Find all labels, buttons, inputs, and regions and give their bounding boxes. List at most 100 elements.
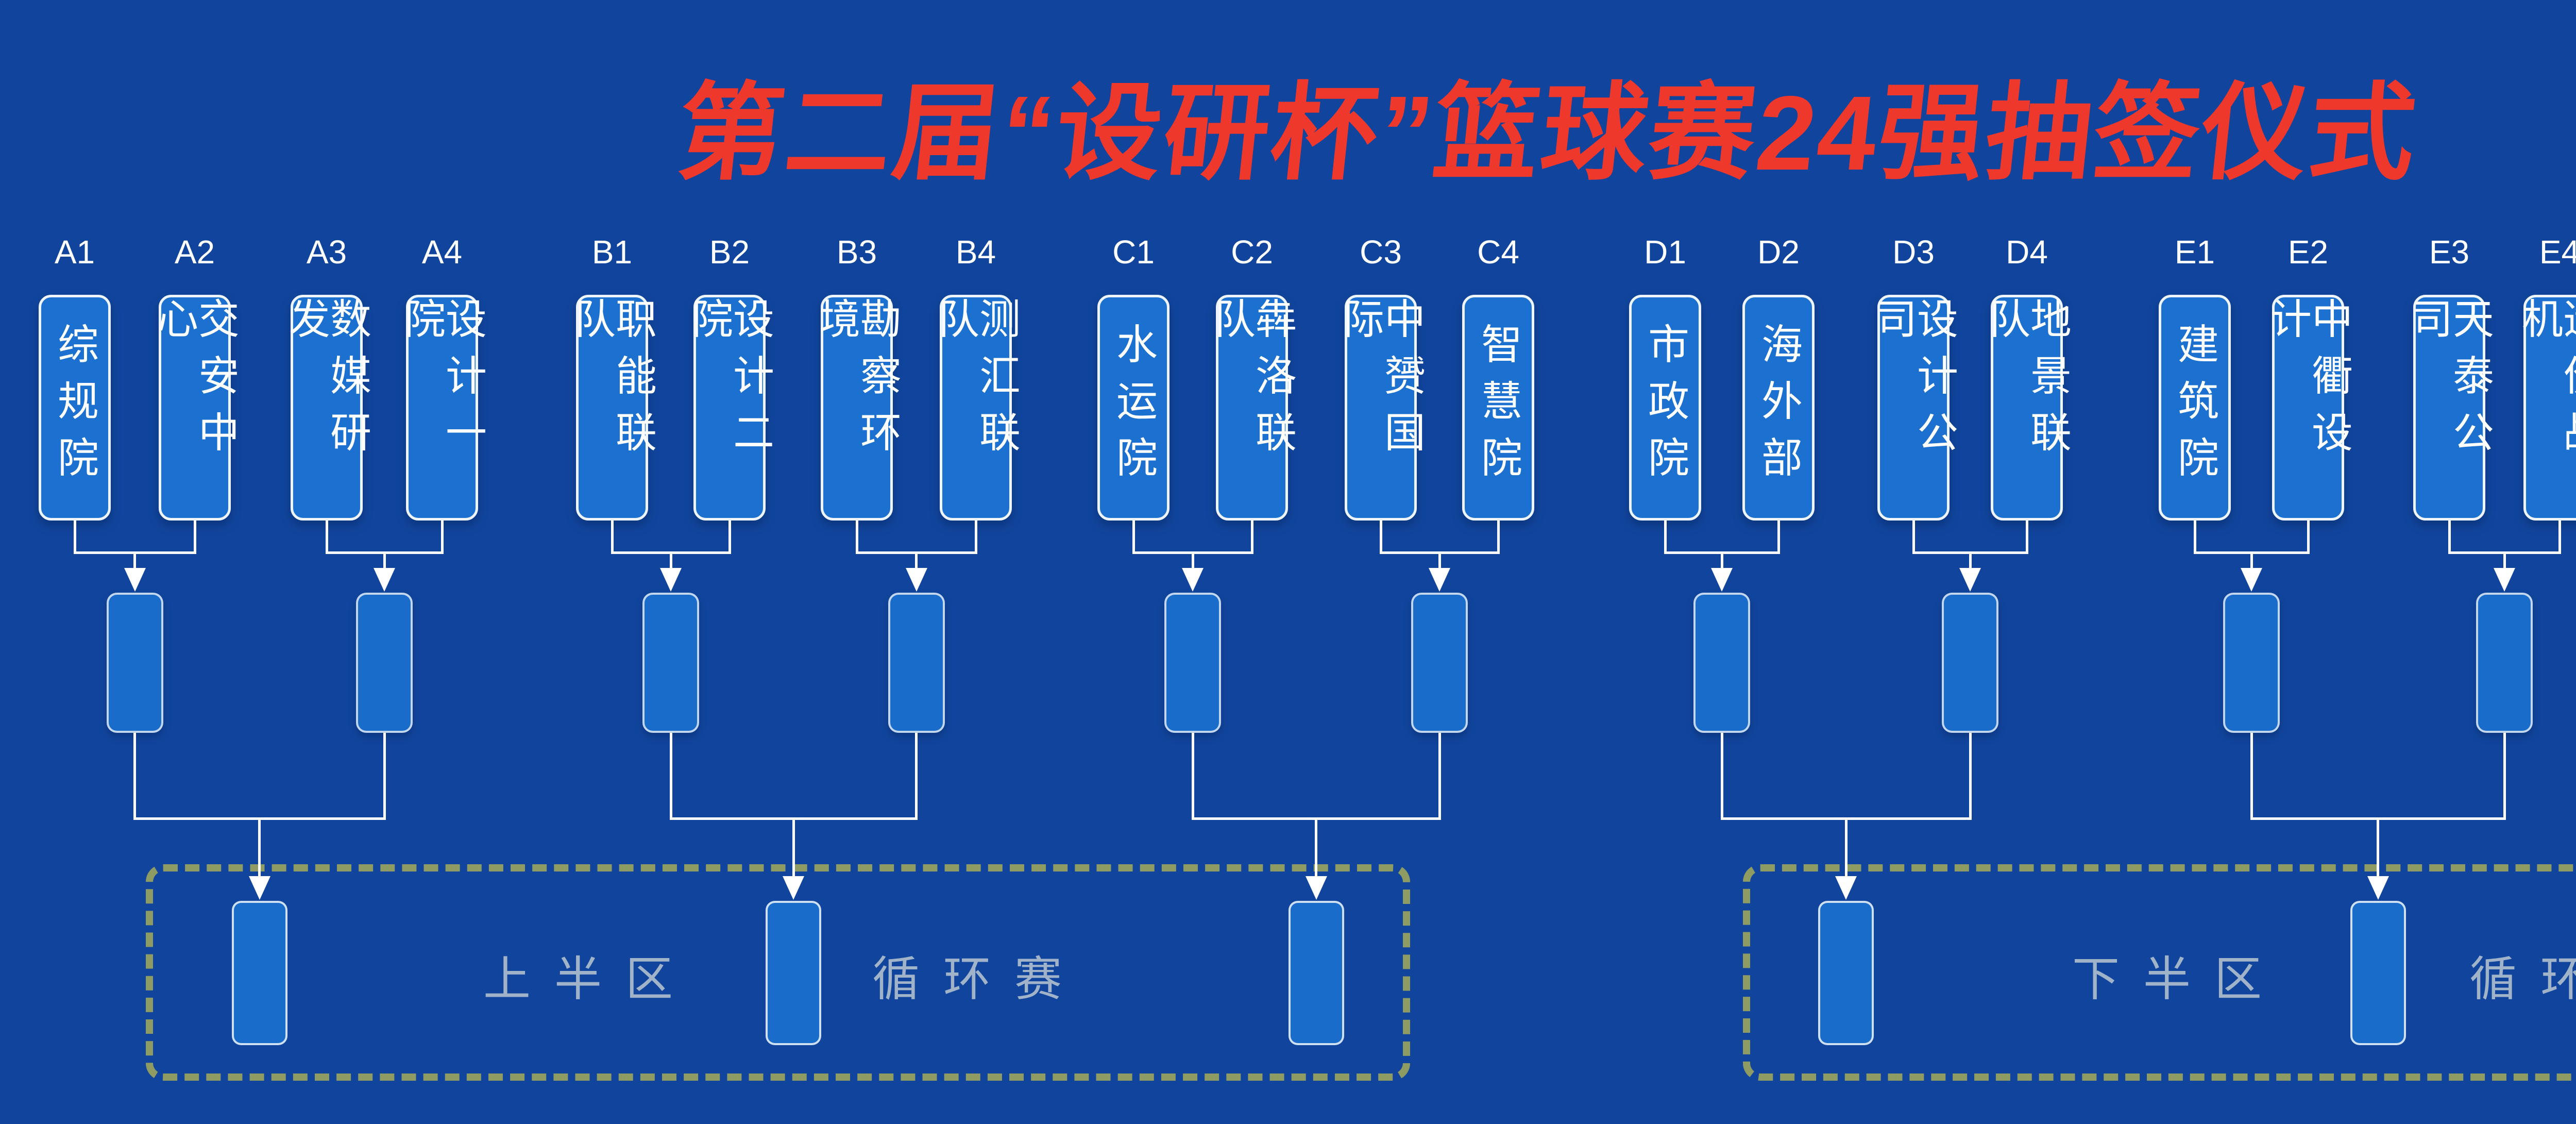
- connector-vline: [1191, 733, 1194, 820]
- connector-vline: [1250, 521, 1253, 554]
- team-box: 海外部: [1742, 295, 1815, 521]
- team-name: 市政院: [1642, 323, 1688, 493]
- arrow-down-icon: [1711, 568, 1733, 592]
- team-box: 勘察环境: [814, 295, 901, 521]
- team-box: 职能联队: [569, 295, 656, 521]
- arrow-down-icon: [2367, 876, 2389, 900]
- team-name: 设计二院: [686, 297, 773, 467]
- connector-stem: [1844, 817, 1848, 877]
- seed-label: C1: [1112, 233, 1155, 271]
- seed-label: C4: [1477, 233, 1519, 271]
- arrow-down-icon: [374, 568, 395, 592]
- arrow-down-icon: [660, 568, 682, 592]
- seed-label: E3: [2429, 233, 2470, 271]
- seed-label: C3: [1360, 233, 1402, 271]
- connector-vline: [1664, 521, 1667, 554]
- team-name: 测汇联队: [933, 297, 1020, 467]
- connector-vline: [133, 733, 136, 820]
- team-box: 设计二院: [686, 295, 773, 521]
- winner-slot-box: [356, 593, 413, 733]
- connector-stem: [1315, 817, 1317, 877]
- connector-vline: [974, 521, 977, 554]
- team-name: 综规院: [52, 323, 98, 493]
- connector-stem: [2377, 817, 2379, 877]
- arrow-down-icon: [2494, 568, 2515, 592]
- connector-vline: [325, 521, 328, 554]
- seed-label: E1: [2174, 233, 2215, 271]
- team-name: 造价战机: [2516, 297, 2576, 467]
- stage-label: 循环赛: [872, 953, 1086, 1006]
- team-name: 职能联队: [569, 297, 656, 467]
- team-box: 设计一院: [399, 295, 486, 521]
- connector-vline: [2558, 521, 2561, 554]
- team-box: 造价战机: [2516, 295, 2576, 521]
- team-box: 综规院: [39, 295, 111, 521]
- team-name: 设计一院: [399, 297, 486, 467]
- connector-vline: [855, 521, 858, 554]
- team-box: 建筑院: [2159, 295, 2231, 521]
- team-box: 测汇联队: [933, 295, 1020, 521]
- seed-label: B4: [955, 233, 996, 271]
- connector-vline: [915, 733, 918, 820]
- seed-label: D3: [1892, 233, 1935, 271]
- team-box: 天泰公司: [2406, 295, 2493, 521]
- winner-slot-box: [2476, 593, 2533, 733]
- seed-label: C2: [1231, 233, 1273, 271]
- connector-stem: [2503, 551, 2506, 570]
- connector-stem: [669, 551, 672, 570]
- team-box: 中衢设计: [2265, 295, 2352, 521]
- lower-bracket-region: [1743, 864, 2576, 1081]
- team-name: 地景联队: [1984, 297, 2071, 467]
- connector-vline: [1438, 733, 1441, 820]
- connector-stem: [133, 551, 136, 570]
- team-box: 地景联队: [1984, 295, 2071, 521]
- connector-stem: [1969, 551, 1972, 570]
- team-name: 天泰公司: [2406, 297, 2493, 467]
- team-name: 设计公司: [1870, 297, 1957, 467]
- page-title: 第二届“设研杯”篮球赛24强抽签仪式: [672, 74, 2424, 192]
- seed-label: D1: [1644, 233, 1686, 271]
- group-winner-slot-box: [766, 901, 822, 1045]
- winner-slot-box: [1942, 593, 1998, 733]
- connector-vline: [1969, 733, 1972, 820]
- seed-label: B3: [836, 233, 877, 271]
- connector-vline: [193, 521, 196, 554]
- arrow-down-icon: [1305, 876, 1327, 900]
- winner-slot-box: [642, 593, 699, 733]
- connector-vline: [2448, 521, 2451, 554]
- connector-vline: [2025, 521, 2028, 554]
- connector-vline: [2307, 521, 2310, 554]
- team-name: 海外部: [1756, 323, 1802, 493]
- winner-slot-box: [106, 593, 163, 733]
- team-name: 数媒研发: [283, 297, 370, 467]
- connector-vline: [669, 733, 672, 820]
- seed-label: D4: [2006, 233, 2048, 271]
- connector-vline: [1497, 521, 1500, 554]
- team-name: 交安中心: [151, 297, 239, 467]
- team-name: 智慧院: [1476, 323, 1521, 493]
- connector-vline: [2250, 733, 2253, 820]
- connector-stem: [1438, 551, 1441, 570]
- stage-label: 循环赛: [2469, 953, 2576, 1006]
- team-box: 设计公司: [1870, 295, 1957, 521]
- connector-vline: [2193, 521, 2196, 554]
- arrow-down-icon: [1429, 568, 1450, 592]
- group-winner-slot-box: [231, 901, 287, 1045]
- team-name: 建筑院: [2172, 323, 2218, 493]
- connector-stem: [1720, 551, 1723, 570]
- connector-stem: [383, 551, 386, 570]
- connector-vline: [611, 521, 614, 554]
- seed-label: B2: [709, 233, 750, 271]
- winner-slot-box: [1693, 593, 1750, 733]
- arrow-down-icon: [248, 876, 270, 900]
- team-box: 水运院: [1097, 295, 1170, 521]
- connector-vline: [1132, 521, 1135, 554]
- team-box: 交安中心: [151, 295, 239, 521]
- team-name: 中衢设计: [2265, 297, 2352, 467]
- connector-stem: [258, 817, 261, 877]
- winner-slot-box: [1164, 593, 1221, 733]
- connector-vline: [2503, 733, 2506, 820]
- seed-label: E4: [2539, 233, 2576, 271]
- team-name: 中赟国际: [1337, 297, 1425, 467]
